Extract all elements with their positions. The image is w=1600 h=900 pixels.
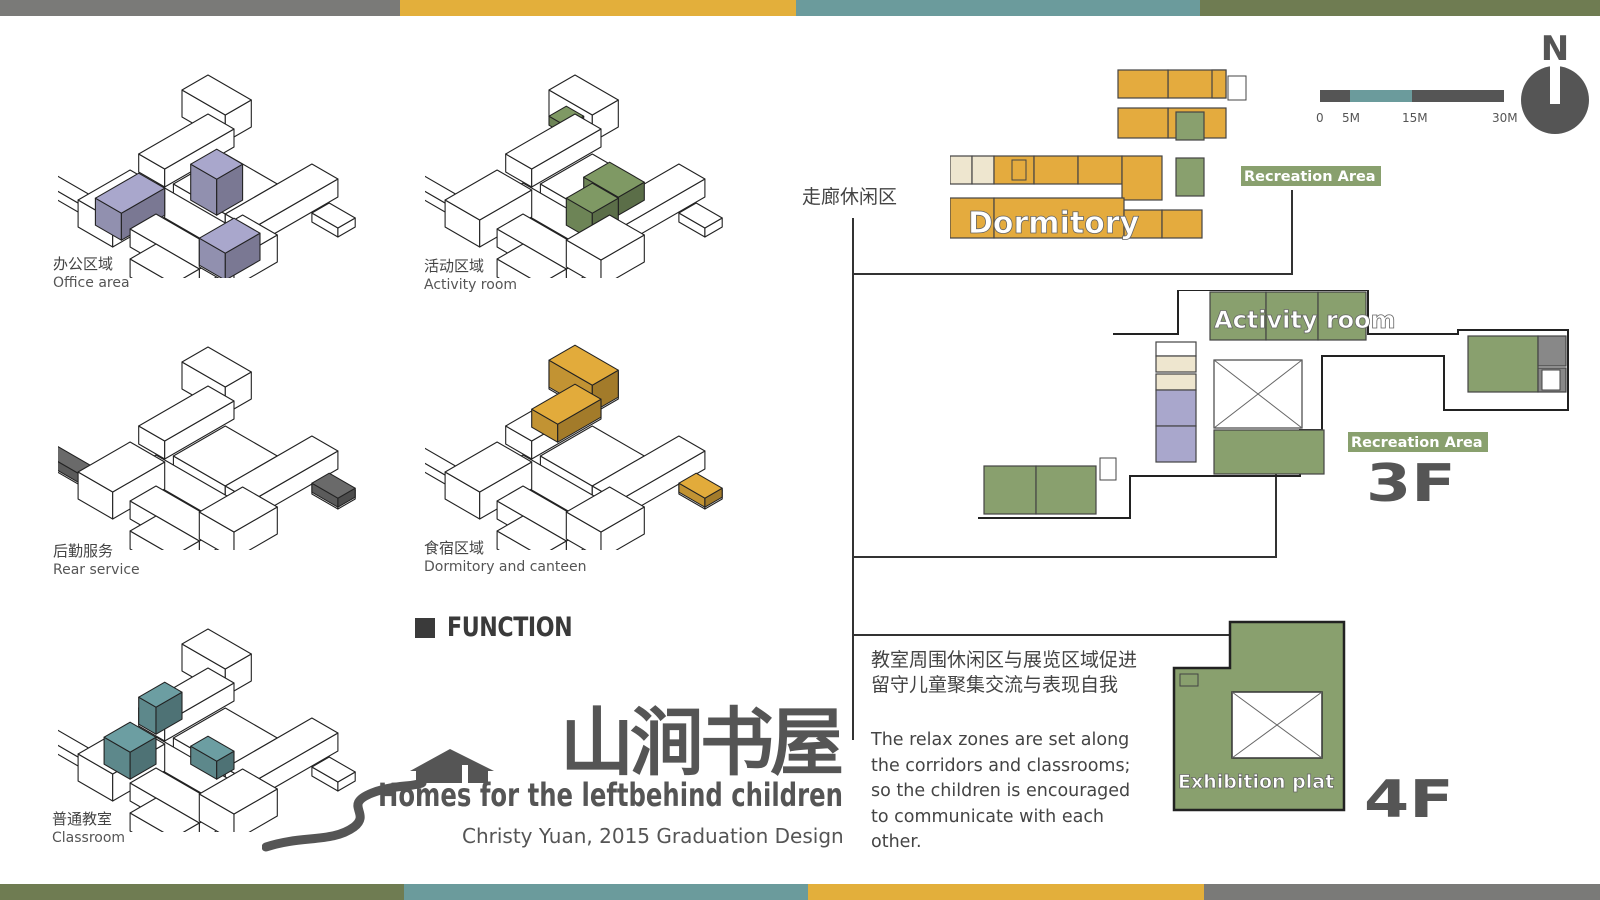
building-block-face (103, 721, 157, 753)
classroom-caption-en: Classroom (52, 830, 126, 846)
building-block-face (311, 472, 356, 499)
recreation-area-label-3f: Recreation Area (1351, 435, 1483, 451)
building-block-face (129, 797, 200, 832)
classroom-caption-cn: 普通教室 (52, 810, 113, 828)
third-floor-plan: Activity room (978, 290, 1569, 519)
recreation-area-label-upper: Recreation Area (1244, 169, 1376, 185)
building-block-face (565, 486, 645, 533)
scale-label-15m: 15M (1402, 111, 1428, 125)
bottom-stripe-gray (1204, 884, 1600, 900)
floor-3f-label: 3F (1366, 454, 1456, 514)
top-stripe-olive (1200, 0, 1600, 16)
title-english: Homes for the leftbehind children (378, 776, 843, 814)
title-byline: Christy Yuan, 2015 Graduation Design (462, 824, 844, 848)
scale-label-5m: 5M (1342, 111, 1360, 125)
function-heading: FUNCTION (415, 612, 600, 643)
dormitory-canteen-diagram (425, 344, 723, 550)
building-block-face (129, 243, 200, 278)
fourth-floor-plan: Exhibition plat (1172, 620, 1346, 812)
building-block-face (496, 243, 567, 278)
building-block-face (138, 385, 235, 442)
recreation-tag-3f: Recreation Area (1348, 432, 1488, 452)
building-block-face (548, 74, 619, 116)
scale-bar (1320, 90, 1504, 102)
building-block-face (181, 74, 252, 116)
floor-4f-label: 4F (1364, 770, 1454, 830)
dorm-caption-cn: 食宿区域 (424, 539, 485, 557)
building-block-face (77, 441, 166, 493)
building-block-face (190, 735, 235, 762)
building-block-face (678, 472, 723, 499)
building-block-face (444, 169, 533, 221)
office-area-diagram (58, 74, 356, 278)
dorm-caption-en: Dormitory and canteen (424, 559, 587, 575)
service-caption-en: Rear service (53, 562, 140, 578)
bottom-stripe-olive (0, 884, 404, 900)
building-block-face (198, 217, 261, 254)
scale-label-0: 0 (1316, 111, 1324, 125)
building-block-face (94, 172, 166, 214)
building-block-face (138, 681, 183, 708)
building-block-face (181, 346, 252, 388)
office-caption-en: Office area (53, 275, 130, 291)
building-block-face (138, 113, 235, 170)
note-chinese: 教室周围休闲区与展览区域促进留守儿童聚集交流与表现自我 (871, 649, 1138, 696)
building-block-face (678, 202, 723, 229)
building-block-face (181, 628, 252, 670)
rear-service-diagram (58, 346, 356, 550)
building-block-face (565, 182, 619, 214)
building-block-face (583, 161, 645, 198)
activity-room-label: Activity room (1214, 306, 1396, 334)
classroom-diagram (58, 628, 356, 832)
note-english: The relax zones are set along the corrid… (871, 730, 1131, 852)
building-block-face (496, 515, 567, 550)
building-block-face (190, 148, 244, 180)
building-block-face (129, 515, 200, 550)
recreation-tag-upper: Recreation Area (1241, 166, 1381, 186)
building-block-face (548, 344, 619, 386)
building-block-face (198, 768, 278, 815)
top-stripe-gray (0, 0, 400, 16)
building-block-face (565, 214, 645, 261)
office-caption-cn: 办公区域 (53, 255, 114, 273)
top-stripe-yellow (400, 0, 796, 16)
corridor-label: 走廊休闲区 (802, 186, 898, 208)
exhibition-label: Exhibition plat (1178, 771, 1334, 793)
dormitory-plan: Dormitory (950, 69, 1247, 241)
title-chinese: 山涧书屋 (560, 700, 844, 786)
building-block-face (444, 441, 533, 493)
activity-caption-cn: 活动区域 (424, 257, 485, 275)
building-block-face (198, 486, 278, 533)
building-block-face (311, 202, 356, 229)
building-block-face (311, 756, 356, 783)
function-label: FUNCTION (447, 612, 573, 643)
north-compass-icon: N (1521, 29, 1589, 134)
north-label: N (1541, 29, 1569, 69)
service-caption-cn: 后勤服务 (53, 542, 114, 560)
building-block-face (505, 113, 602, 170)
function-square-icon (415, 617, 435, 638)
top-stripe-teal (796, 0, 1200, 16)
building-block-face (531, 383, 602, 425)
bottom-stripe-teal (404, 884, 808, 900)
bottom-stripe-yellow (808, 884, 1204, 900)
activity-room-diagram (425, 74, 723, 278)
scale-label-30m: 30M (1492, 111, 1518, 125)
house-road-icon (262, 749, 494, 852)
dormitory-label: Dormitory (968, 206, 1140, 241)
activity-caption-en: Activity room (424, 277, 518, 293)
